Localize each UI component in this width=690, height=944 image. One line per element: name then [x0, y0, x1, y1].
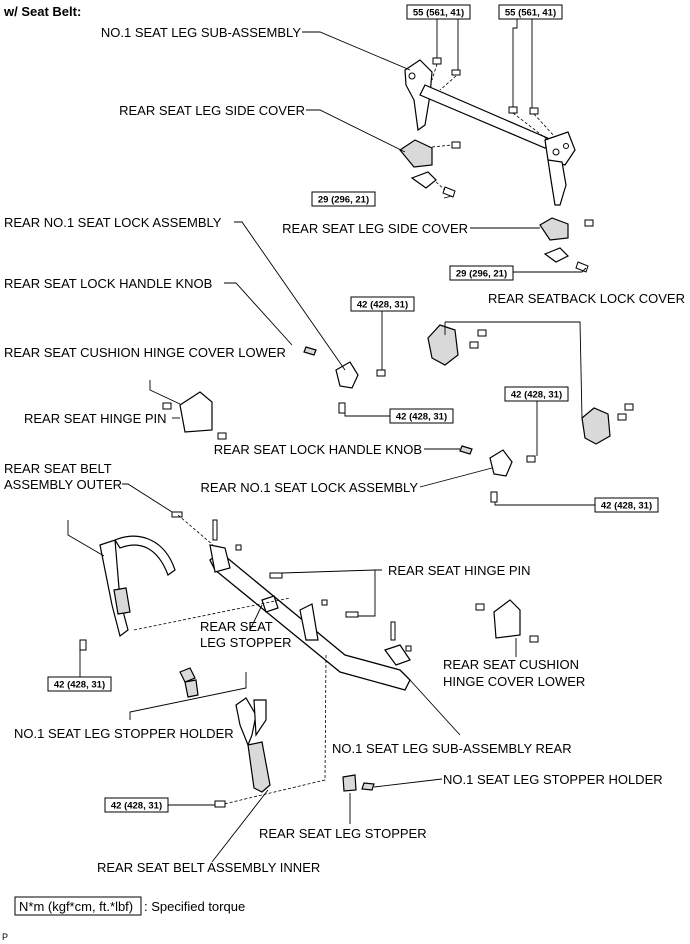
torque-box-42-e: 42 (428, 31) — [47, 676, 112, 692]
torque-value: 42 (428, 31) — [511, 390, 562, 401]
torque-box-29-a: 29 (296, 21) — [311, 191, 376, 207]
label-rear-seat-lock-handle-knob-right: REAR SEAT LOCK HANDLE KNOB — [214, 442, 422, 457]
leader-leg-rear — [409, 679, 461, 736]
leader-no1-seat-leg-sub-assembly — [302, 31, 411, 71]
rear-no1-seat-lock-assembly-left-part — [303, 346, 386, 414]
label-no1-seat-leg-sub-assembly: NO.1 SEAT LEG SUB-ASSEMBLY — [101, 25, 301, 40]
torque-value: 42 (428, 31) — [111, 801, 162, 812]
legend: N*m (kgf*cm, ft.*lbf) : Specified torque — [14, 896, 245, 916]
torque-value: 42 (428, 31) — [396, 412, 447, 423]
rear-seat-leg-side-cover-right-part — [539, 217, 594, 273]
torque-box-29-b: 29 (296, 21) — [449, 265, 514, 281]
corner-mark: P — [2, 932, 8, 942]
leader-side-cover-top — [306, 109, 406, 153]
label-rear-seat-belt-assembly-inner: REAR SEAT BELT ASSEMBLY INNER — [97, 860, 320, 875]
label-rear-no1-seat-lock-assembly-left: REAR NO.1 SEAT LOCK ASSEMBLY — [4, 215, 222, 230]
label-rear-seat-cushion-hinge-cover-lower-right-line1: REAR SEAT CUSHION — [443, 657, 579, 672]
label-rear-seat-leg-side-cover-top: REAR SEAT LEG SIDE COVER — [119, 103, 305, 118]
torque-box-42-a: 42 (428, 31) — [350, 296, 415, 312]
torque-value: 42 (428, 31) — [54, 680, 105, 691]
torque-value: 29 (296, 21) — [318, 195, 369, 206]
legend-description: : Specified torque — [144, 899, 245, 914]
label-rear-seat-hinge-pin-left: REAR SEAT HINGE PIN — [24, 411, 167, 426]
label-rear-seat-leg-stopper-bottom: REAR SEAT LEG STOPPER — [259, 826, 427, 841]
leader-belt-outer — [67, 520, 105, 557]
torque-box-42-f: 42 (428, 31) — [104, 797, 169, 813]
label-rear-seat-hinge-pin-right: REAR SEAT HINGE PIN — [388, 563, 531, 578]
label-no1-seat-leg-stopper-holder-right: NO.1 SEAT LEG STOPPER HOLDER — [443, 772, 663, 787]
leader-seatback-lock-cover — [445, 321, 583, 419]
no1-seat-leg-sub-assembly-part — [404, 59, 576, 206]
leader-hinge-pin-small — [122, 483, 173, 513]
leader-handle-knob-left — [224, 282, 293, 346]
label-rear-seat-leg-stopper-line1: REAR SEAT — [200, 619, 273, 634]
rear-seat-belt-assembly-outer-part — [79, 535, 176, 651]
torque-box-55-a: 55 (561, 41) — [406, 4, 471, 20]
rear-seatback-lock-cover-parts — [427, 324, 634, 445]
leader-hinge-pin-right-a — [281, 569, 382, 574]
rear-seat-leg-stopper-part — [342, 774, 375, 792]
leader-hinge-pin-right-b — [358, 570, 376, 617]
legend-box — [14, 896, 142, 916]
label-rear-seat-lock-handle-knob-left: REAR SEAT LOCK HANDLE KNOB — [4, 276, 212, 291]
torque-value: 29 (296, 21) — [456, 269, 507, 280]
leader-hinge-cover-left — [149, 380, 181, 405]
label-rear-seat-belt-assembly-outer-line2: ASSEMBLY OUTER — [4, 477, 122, 492]
torque-value: 55 (561, 41) — [413, 8, 464, 19]
label-rear-seat-leg-side-cover-right: REAR SEAT LEG SIDE COVER — [282, 221, 468, 236]
leader-seat-lock-right — [419, 467, 493, 488]
torque-value: 42 (428, 31) — [601, 501, 652, 512]
leader-stopper-holder-right — [373, 778, 443, 788]
torque-value: 55 (561, 41) — [505, 8, 556, 19]
legend-box-text: N*m (kgf*cm, ft.*lbf) — [19, 899, 133, 914]
rear-seat-leg-side-cover-top-part — [399, 139, 461, 198]
leader-seat-lock-left — [234, 221, 346, 371]
torque-box-42-d: 42 (428, 31) — [594, 497, 659, 513]
torque-box-55-b: 55 (561, 41) — [498, 4, 563, 20]
leader-stopper-holder-left — [129, 672, 247, 720]
leg-bolts-top — [431, 57, 556, 141]
torque-value: 42 (428, 31) — [357, 300, 408, 311]
torque-box-42-b: 42 (428, 31) — [389, 408, 454, 424]
rear-no1-seat-lock-assembly-right-part — [459, 445, 536, 503]
label-rear-seat-belt-assembly-outer-line1: REAR SEAT BELT — [4, 461, 112, 476]
leader-leg-stopper — [249, 604, 263, 631]
rear-seat-cushion-hinge-cover-lower-left-part — [162, 391, 227, 440]
label-rear-seatback-lock-cover: REAR SEATBACK LOCK COVER — [488, 291, 685, 306]
no1-seat-leg-stopper-holder-left-part — [179, 667, 199, 698]
torque-box-42-c: 42 (428, 31) — [504, 386, 569, 402]
rear-seat-belt-assembly-inner-part — [214, 697, 271, 808]
label-rear-seat-cushion-hinge-cover-lower-left: REAR SEAT CUSHION HINGE COVER LOWER — [4, 345, 286, 360]
no1-seat-leg-sub-assembly-rear-part — [171, 511, 412, 691]
label-rear-seat-cushion-hinge-cover-lower-right-line2: HINGE COVER LOWER — [443, 674, 585, 689]
label-no1-seat-leg-stopper-holder-left: NO.1 SEAT LEG STOPPER HOLDER — [14, 726, 234, 741]
label-rear-seat-leg-stopper-line2: LEG STOPPER — [200, 635, 292, 650]
leader-belt-inner — [211, 789, 269, 863]
diagram-title: w/ Seat Belt: — [3, 4, 81, 19]
label-rear-no1-seat-lock-assembly-right: REAR NO.1 SEAT LOCK ASSEMBLY — [201, 480, 419, 495]
label-no1-seat-leg-sub-assembly-rear: NO.1 SEAT LEG SUB-ASSEMBLY REAR — [332, 741, 572, 756]
rear-seat-cushion-hinge-cover-lower-right-part — [475, 599, 539, 643]
